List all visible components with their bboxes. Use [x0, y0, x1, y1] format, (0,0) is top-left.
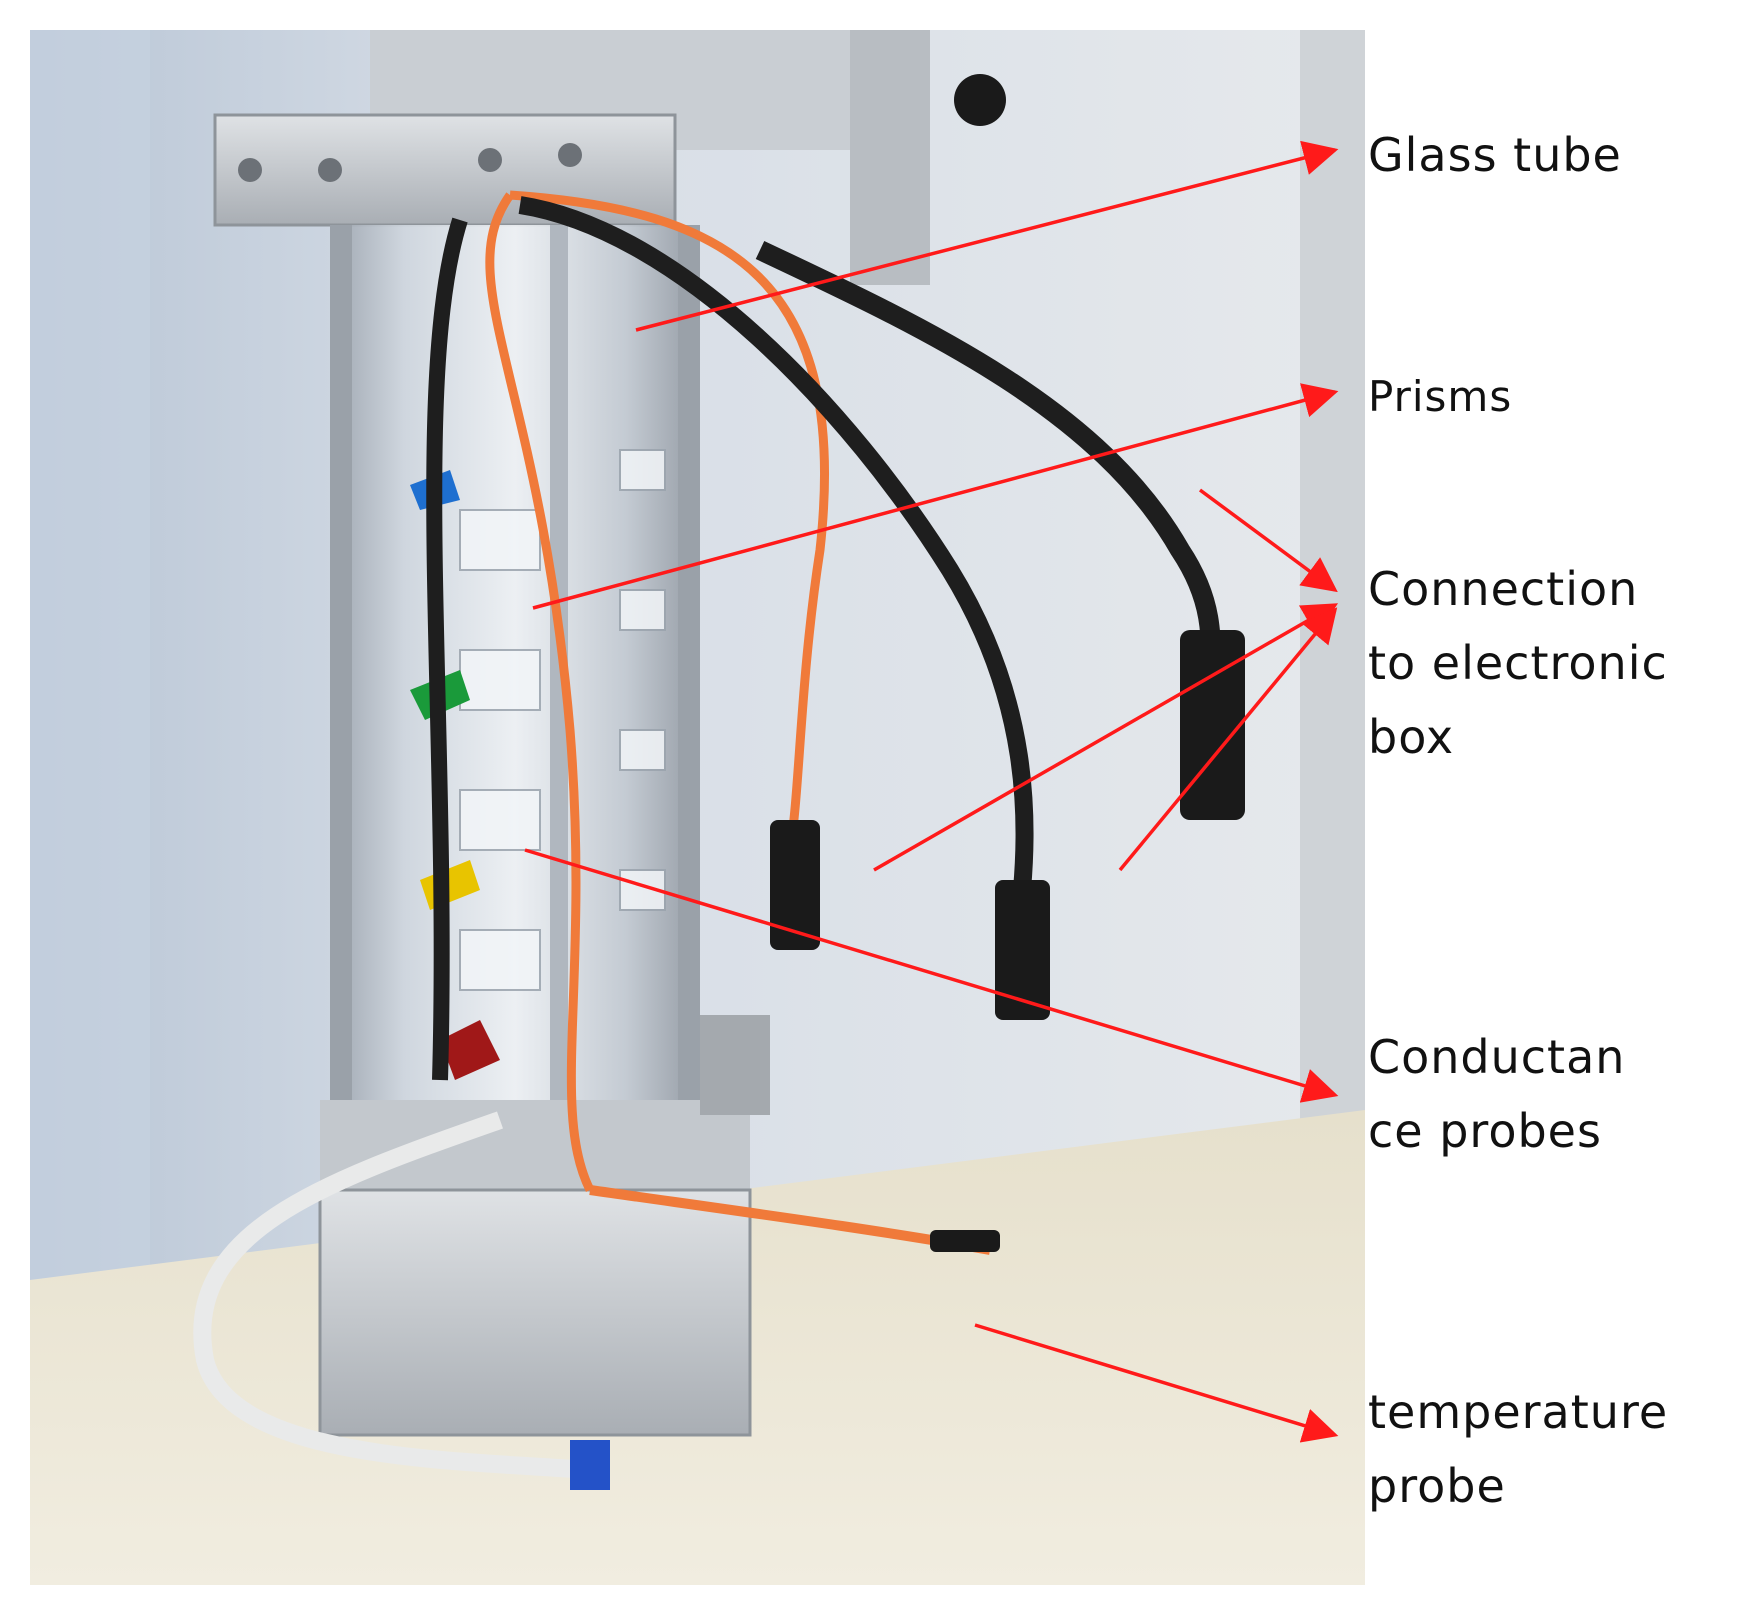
- connection-label: Connection to electronic box: [1368, 562, 1668, 764]
- base-top: [320, 1100, 750, 1190]
- screw: [318, 158, 342, 182]
- conductance-probes-label: Conductan ce probes: [1368, 1030, 1626, 1158]
- red-probe: [440, 1020, 500, 1080]
- outlet-tube: [193, 1111, 591, 1479]
- side-bracket: [700, 1015, 770, 1115]
- screw: [558, 143, 582, 167]
- temperature-probe-tip: [930, 1230, 1000, 1252]
- base-block: [318, 1188, 752, 1437]
- black-cable-connector: [995, 880, 1050, 1020]
- tube-rod: [330, 225, 352, 1165]
- orange-cable-connector: [770, 820, 820, 950]
- screw: [238, 158, 262, 182]
- apparatus-illustration: [30, 30, 1365, 1585]
- tube-rod: [678, 225, 700, 1165]
- blue-valve: [570, 1440, 610, 1490]
- screw: [478, 148, 502, 172]
- knob: [954, 74, 1006, 126]
- prisms-label: Prisms: [1368, 372, 1513, 421]
- mount-bracket: [850, 30, 930, 285]
- apparatus-photo: [30, 30, 1365, 1585]
- black-cable-connector: [1180, 630, 1245, 820]
- black-cable: [426, 217, 468, 1081]
- temperature-probe-label: temperature probe: [1368, 1385, 1669, 1513]
- glass-tube-label: Glass tube: [1368, 128, 1622, 182]
